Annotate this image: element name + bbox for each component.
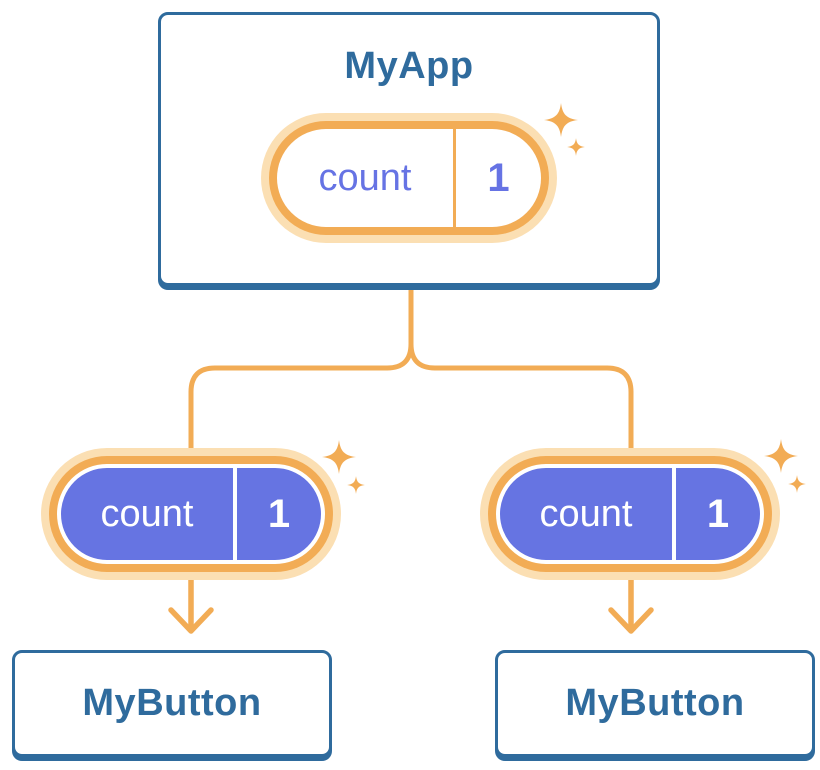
sparkles-icon xyxy=(764,439,806,493)
pill-divider xyxy=(233,468,237,560)
component-title: MyButton xyxy=(82,682,262,724)
state-value-label: 1 xyxy=(487,155,510,200)
branch-line-left xyxy=(188,286,414,470)
sparkles-icon xyxy=(322,440,365,494)
prop-name-label: count xyxy=(100,492,194,535)
component-title: MyApp xyxy=(344,45,474,87)
branch-line-right xyxy=(408,286,634,470)
prop-value-label: 1 xyxy=(267,491,291,536)
component-node-mybutton-left: MyButton xyxy=(12,650,332,757)
state-name-label: count xyxy=(318,156,412,199)
arrow-down-icon xyxy=(608,574,654,634)
prop-pill-mybutton-right: count 1 xyxy=(496,464,764,564)
pill-divider xyxy=(672,468,676,560)
pill-divider xyxy=(453,129,456,227)
prop-pill-mybutton-left: count 1 xyxy=(57,464,325,564)
component-node-mybutton-right: MyButton xyxy=(495,650,815,757)
prop-name-label: count xyxy=(539,492,633,535)
state-pill-myapp: count 1 xyxy=(277,129,541,227)
arrow-down-icon xyxy=(168,574,214,634)
component-title: MyButton xyxy=(565,682,745,724)
prop-value-label: 1 xyxy=(706,491,730,536)
